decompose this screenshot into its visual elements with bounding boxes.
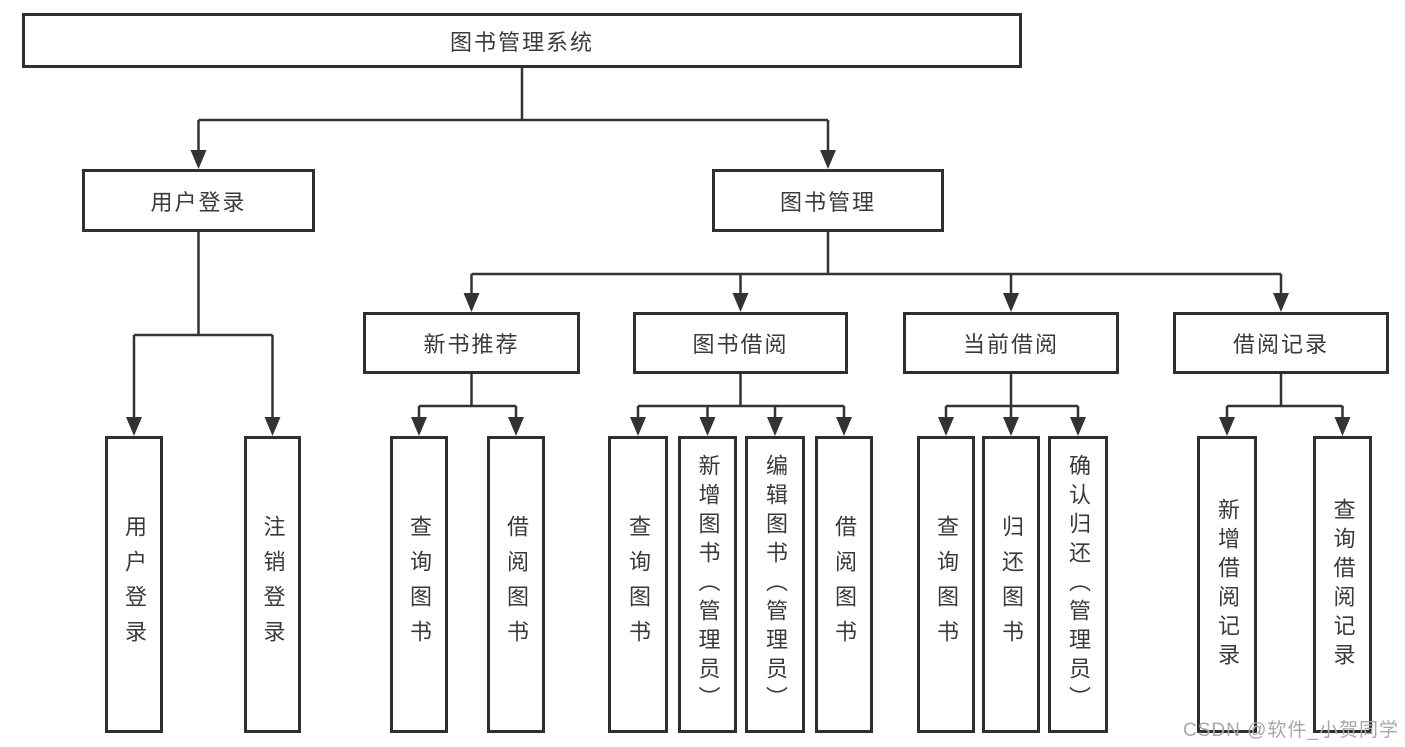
arrowheads	[126, 150, 1351, 436]
leaf-current-query-books: 查询图书	[917, 436, 975, 733]
leaf-add-borrow-record: 新增借阅记录	[1197, 436, 1257, 733]
leaf-borrow-books: 借阅图书	[815, 436, 873, 733]
node-borrow-records: 借阅记录	[1173, 312, 1389, 374]
node-current-borrow: 当前借阅	[903, 312, 1119, 374]
csdn-watermark: CSDN @软件_小贺同学	[1183, 720, 1399, 741]
node-user-login: 用户登录	[82, 169, 315, 232]
leaf-recommend-borrow-books: 借阅图书	[487, 436, 545, 733]
leaf-confirm-return-admin: 确认归还（管理员）	[1048, 436, 1108, 733]
leaf-return-books: 归还图书	[982, 436, 1040, 733]
leaf-edit-book-admin: 编辑图书（管理员）	[745, 436, 805, 733]
node-new-book-recommend: 新书推荐	[363, 312, 580, 374]
node-book-management: 图书管理	[712, 169, 944, 232]
leaf-user-login: 用户登录	[105, 436, 163, 733]
node-book-borrow: 图书借阅	[633, 312, 848, 374]
leaf-borrow-query-books: 查询图书	[608, 436, 668, 733]
node-library-system: 图书管理系统	[22, 13, 1022, 68]
leaf-logout: 注销登录	[244, 436, 301, 733]
leaf-recommend-query-books: 查询图书	[390, 436, 448, 733]
leaf-add-book-admin: 新增图书（管理员）	[678, 436, 737, 733]
leaf-query-borrow-record: 查询借阅记录	[1313, 436, 1372, 733]
